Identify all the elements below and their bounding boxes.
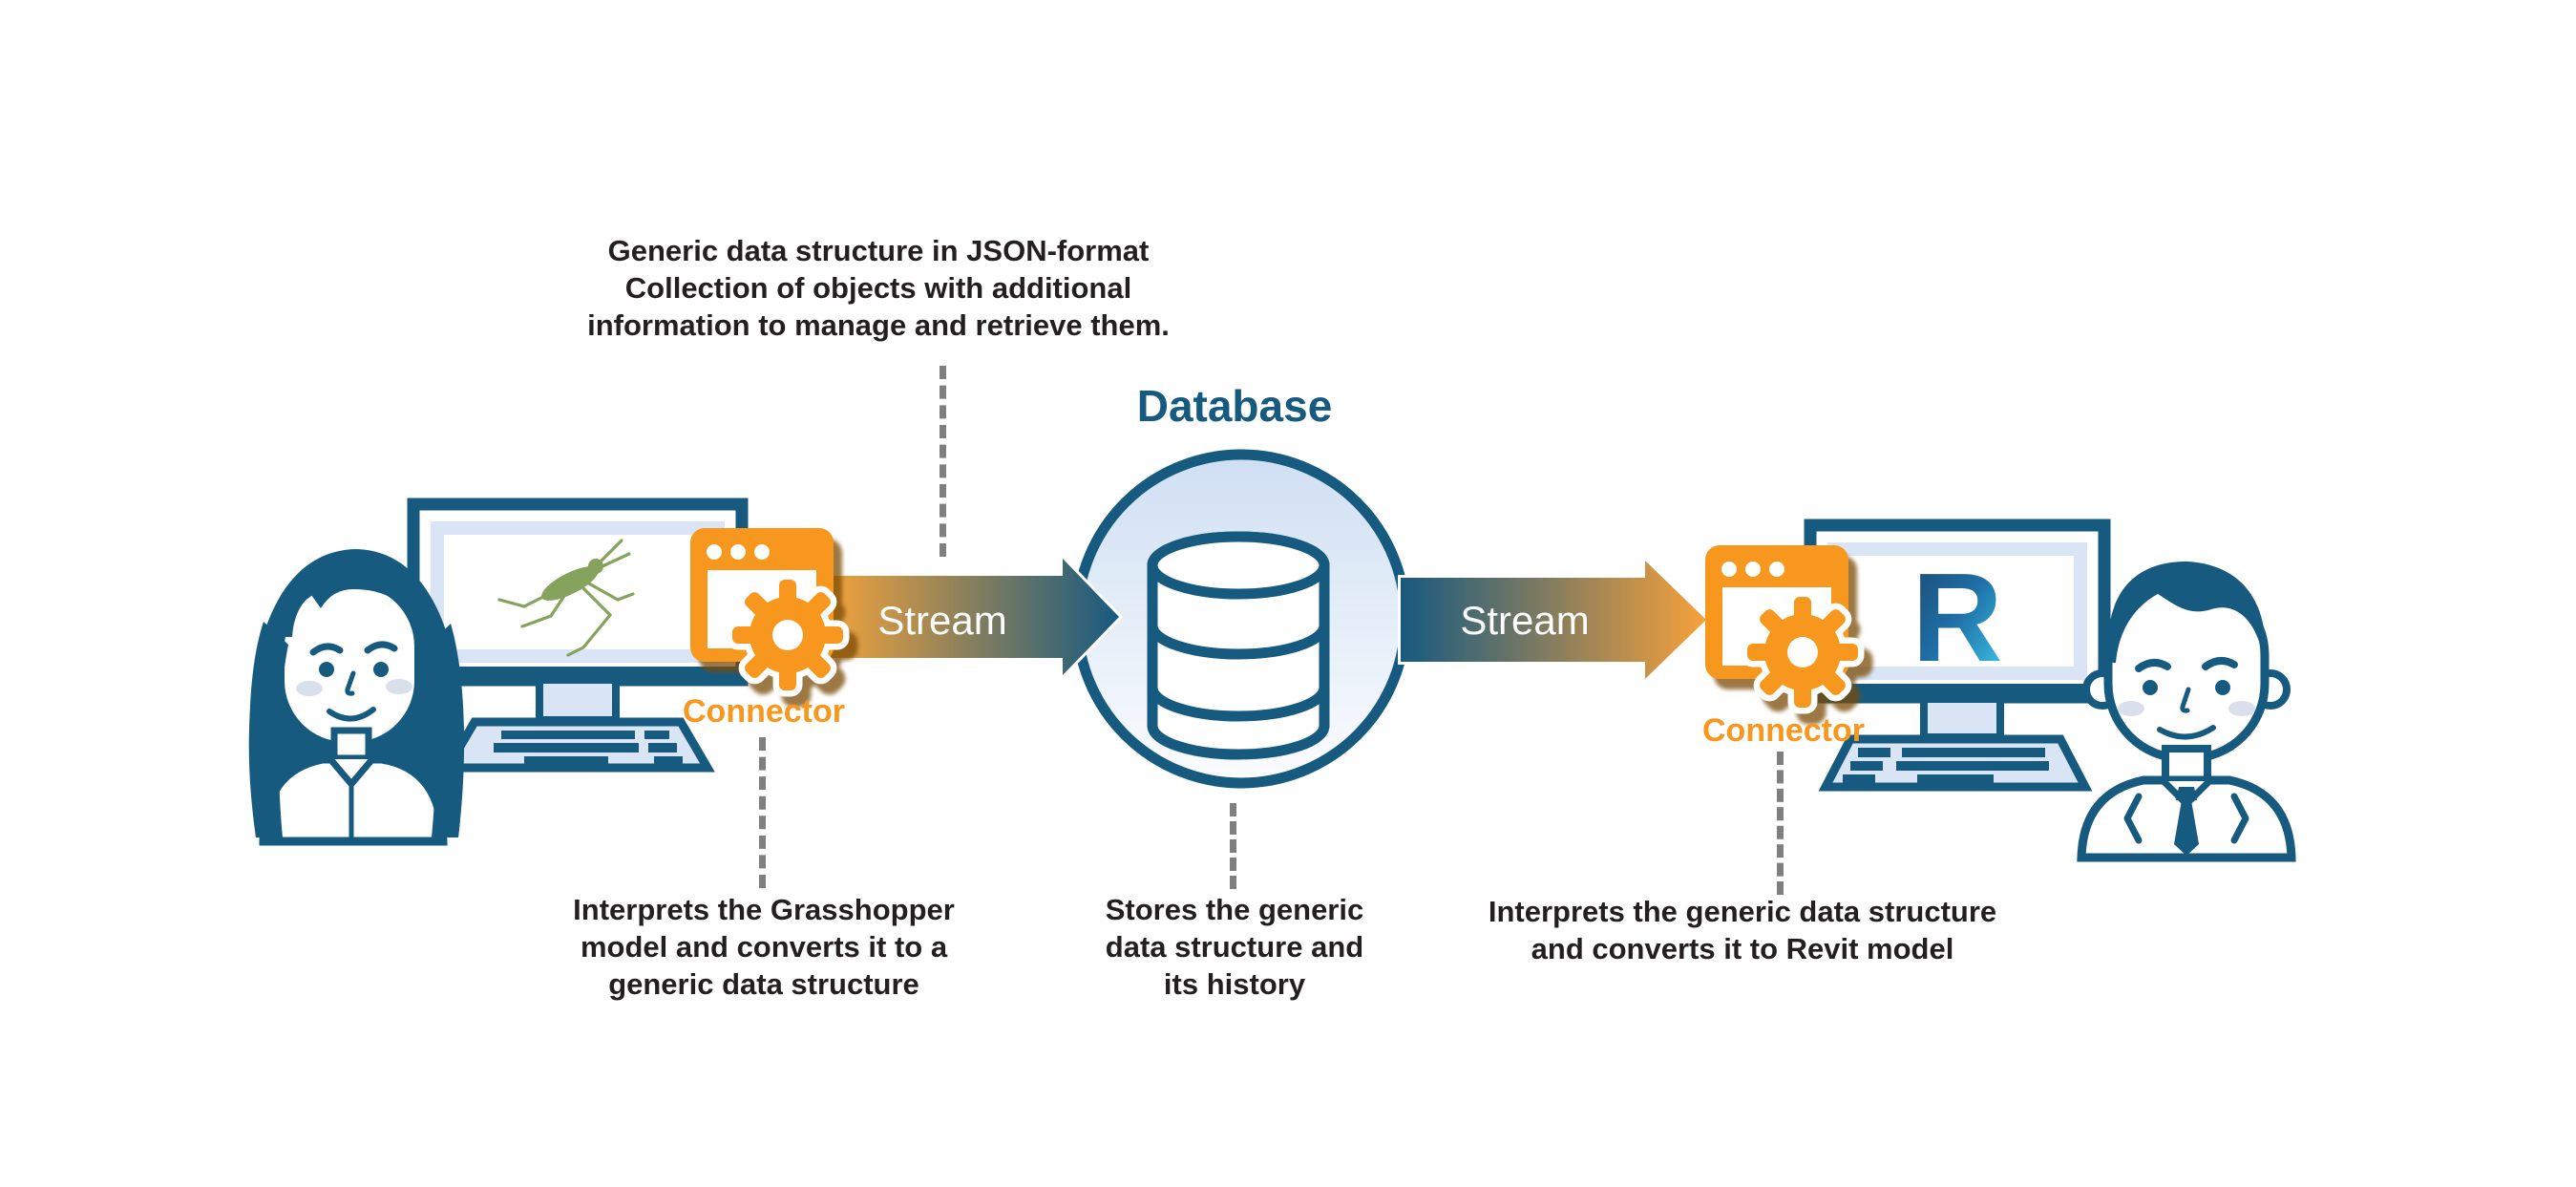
monitor-stand (1920, 695, 2004, 741)
database-title: Database (1136, 381, 1333, 431)
grasshopper-note-line: generic data structure (608, 967, 919, 1001)
grasshopper-note-line: model and converts it to a (580, 930, 948, 964)
man-lapel-left (2123, 793, 2143, 844)
gear-icon (1747, 597, 1858, 708)
database-note-line: its history (1163, 967, 1306, 1001)
browser-window-gear-icon (690, 528, 850, 697)
man-eye-left (2143, 680, 2158, 695)
woman-blush-left (296, 681, 323, 696)
left-workstation-graphic (407, 498, 749, 773)
stream-arrow-shape (1398, 553, 1711, 687)
woman-blush-right (386, 679, 412, 694)
left-connector-label: Connector (683, 693, 845, 730)
stream-label: Stream (1460, 598, 1589, 643)
keyboard-keys (1843, 748, 2049, 784)
json-note-line: Generic data structure in JSON-format (607, 234, 1150, 267)
stream-label: Stream (877, 598, 1006, 643)
monitor-screen (444, 535, 711, 649)
database-note-line: data structure and (1105, 930, 1364, 964)
monitor (407, 498, 749, 687)
woman-hair-left-lock (249, 622, 288, 837)
woman-hair-right-lock (428, 624, 465, 837)
man-tie (2174, 787, 2199, 856)
revit-note: Interprets the generic data structure an… (1451, 893, 2034, 967)
dashed-line-database (1230, 803, 1236, 889)
window-dots (1721, 562, 1784, 577)
woman-collar (327, 756, 375, 788)
woman-figure (248, 549, 465, 846)
right-person-man (2077, 562, 2296, 862)
man-blush-left (2118, 701, 2144, 716)
woman-nose (345, 670, 356, 696)
right-connector-label: Connector (1702, 712, 1865, 749)
dashed-line-json-note (940, 366, 946, 557)
monitor-screen (1841, 556, 2074, 667)
database-note-line: Stores the generic (1105, 893, 1364, 926)
dashed-line-right-connector (1777, 752, 1784, 895)
left-person-woman (248, 549, 465, 846)
browser-window-gear-icon (1705, 545, 1865, 714)
database-cylinder-icon (1147, 531, 1330, 760)
database-graphic (1071, 449, 1411, 789)
man-hair (2107, 562, 2266, 663)
woman-eyebrows (309, 641, 398, 656)
right-workstation-graphic: R (1804, 519, 2111, 792)
json-note-line: Collection of objects with additional (624, 271, 1132, 305)
right-stream-arrow: Stream (1398, 553, 1711, 687)
stream-arrow-shape (828, 551, 1124, 683)
grasshopper-note: Interprets the Grasshopper model and con… (525, 891, 1003, 1003)
man-eye-right (2215, 680, 2230, 695)
database-note: Stores the generic data structure and it… (1044, 891, 1425, 1003)
woman-eye-left (319, 662, 334, 677)
grasshopper-note-line: Interprets the Grasshopper (573, 893, 955, 926)
grasshopper-icon (497, 539, 635, 657)
man-lapel-right (2230, 793, 2249, 844)
woman-smile (327, 707, 376, 722)
revit-note-line: Interprets the generic data structure (1488, 895, 1997, 928)
monitor-chin (1810, 684, 2104, 699)
man-figure (2077, 562, 2296, 862)
monitor-chin (413, 667, 742, 682)
window-dots (707, 544, 770, 560)
monitor-stand (536, 676, 620, 724)
man-eyebrows (2135, 657, 2238, 672)
man-smile (2157, 725, 2216, 740)
gear-icon (732, 580, 843, 690)
woman-fringe (283, 570, 420, 637)
revit-note-line: and converts it to Revit model (1531, 932, 1954, 965)
json-note: Generic data structure in JSON-format Co… (563, 232, 1193, 344)
revit-logo: R (1911, 547, 2002, 688)
dashed-line-left-connector (759, 737, 766, 888)
man-blush-right (2228, 701, 2255, 716)
left-connector-graphic (690, 528, 850, 697)
woman-eye-right (373, 662, 389, 677)
keyboard-keys (494, 731, 683, 766)
right-connector-graphic (1705, 545, 1865, 714)
man-nose (2180, 687, 2191, 713)
monitor (1804, 519, 2111, 704)
keyboard (1818, 734, 2093, 792)
woman-face (285, 585, 414, 742)
left-stream-arrow: Stream (828, 551, 1124, 683)
json-note-line: information to manage and retrieve them. (587, 308, 1170, 342)
